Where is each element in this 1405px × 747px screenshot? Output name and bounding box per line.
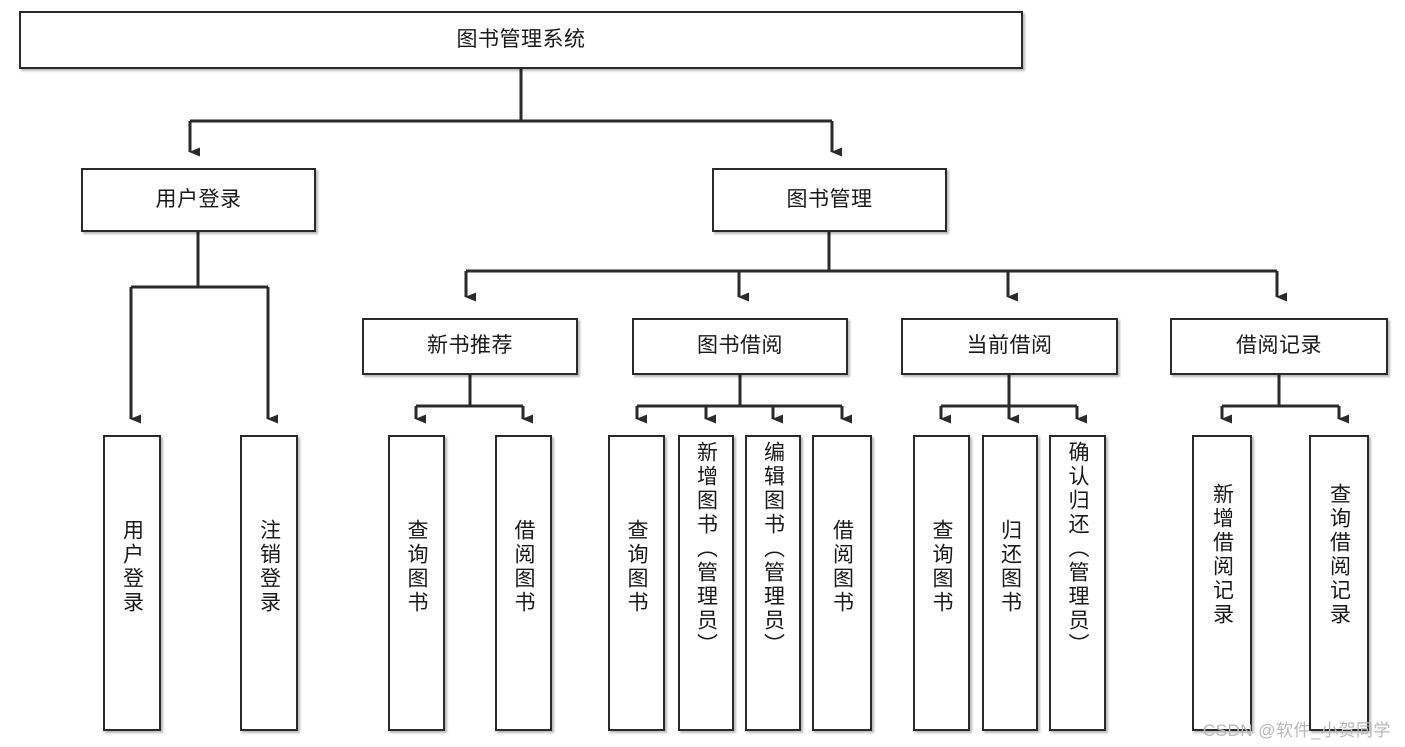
node-label: 新增图书（管理员） xyxy=(694,441,718,657)
leaf-book-borrow-borrow-book[interactable]: 借阅图书 xyxy=(812,435,872,731)
node-label: 编辑图书（管理员） xyxy=(761,441,785,657)
node-label: 确认归还（管理员） xyxy=(1066,441,1089,657)
leaf-current-borrow-confirm-return-admin[interactable]: 确认归还（管理员） xyxy=(1049,435,1106,731)
leaf-new-book-borrow-book[interactable]: 借阅图书 xyxy=(495,435,552,731)
leaf-user-login-logout[interactable]: 注销登录 xyxy=(240,435,298,731)
node-label: 借阅图书 xyxy=(512,519,535,615)
node-label: 查询借阅记录 xyxy=(1327,483,1351,627)
leaf-current-borrow-query-book[interactable]: 查询图书 xyxy=(913,435,970,731)
leaf-book-borrow-edit-book-admin[interactable]: 编辑图书（管理员） xyxy=(745,435,801,731)
node-label: 用户登录 xyxy=(155,187,242,211)
leaf-new-book-query-book[interactable]: 查询图书 xyxy=(388,435,445,731)
node-label: 查询图书 xyxy=(405,519,428,615)
node-label: 注销登录 xyxy=(257,519,281,615)
node-current-borrow[interactable]: 当前借阅 xyxy=(901,318,1118,375)
leaf-book-borrow-query-book[interactable]: 查询图书 xyxy=(608,435,665,731)
node-label: 图书管理 xyxy=(786,187,873,211)
node-book-management[interactable]: 图书管理 xyxy=(712,168,947,232)
node-label: 新书推荐 xyxy=(427,334,513,358)
node-label: 新增借阅记录 xyxy=(1210,483,1234,627)
leaf-borrow-record-add-record[interactable]: 新增借阅记录 xyxy=(1192,435,1252,731)
node-borrow-record[interactable]: 借阅记录 xyxy=(1170,318,1388,375)
node-label: 图书借阅 xyxy=(697,334,783,358)
node-new-book-recommend[interactable]: 新书推荐 xyxy=(362,318,578,375)
node-label: 查询图书 xyxy=(625,519,648,615)
node-label: 借阅记录 xyxy=(1236,334,1322,358)
node-label: 查询图书 xyxy=(930,519,953,615)
leaf-borrow-record-query-record[interactable]: 查询借阅记录 xyxy=(1309,435,1369,731)
leaf-user-login-login[interactable]: 用户登录 xyxy=(103,435,161,731)
node-book-borrow[interactable]: 图书借阅 xyxy=(632,318,848,375)
leaf-book-borrow-add-book-admin[interactable]: 新增图书（管理员） xyxy=(678,435,734,731)
node-label: 当前借阅 xyxy=(966,334,1053,358)
node-root-library-management-system[interactable]: 图书管理系统 xyxy=(19,11,1023,69)
node-user-login[interactable]: 用户登录 xyxy=(81,168,316,232)
node-label: 用户登录 xyxy=(120,519,144,615)
leaf-current-borrow-return-book[interactable]: 归还图书 xyxy=(982,435,1038,731)
node-label: 图书管理系统 xyxy=(456,27,586,51)
node-label: 借阅图书 xyxy=(830,519,854,615)
node-label: 归还图书 xyxy=(998,519,1022,615)
